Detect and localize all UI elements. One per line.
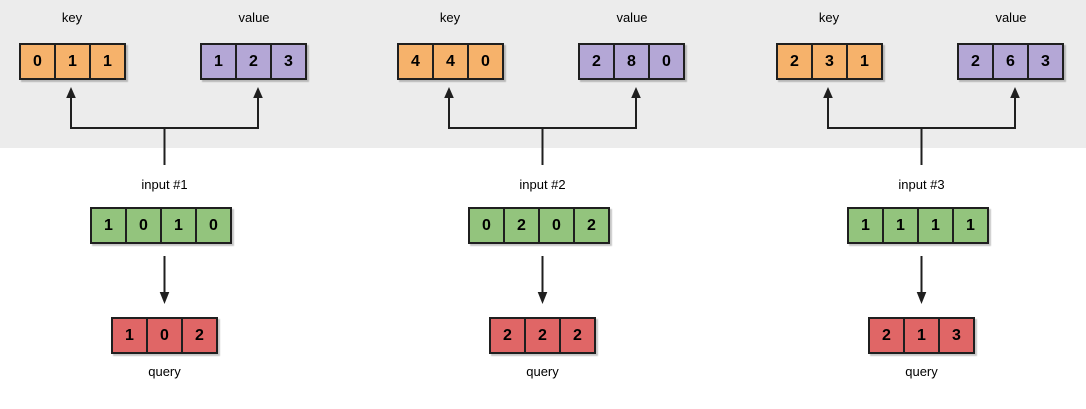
key-cell: 0: [467, 43, 504, 80]
key-cell: 1: [54, 43, 91, 80]
value-cell: 2: [235, 43, 272, 80]
key-array: 0 1 1: [19, 43, 126, 80]
input-cell: 1: [882, 207, 919, 244]
key-label: key: [439, 10, 461, 25]
input-cell: 1: [917, 207, 954, 244]
input-cell: 0: [195, 207, 232, 244]
value-label: value: [995, 10, 1027, 25]
input-label: input #2: [519, 177, 566, 192]
query-cell: 3: [938, 317, 975, 354]
value-array: 2 6 3: [957, 43, 1064, 80]
value-array: 2 8 0: [578, 43, 685, 80]
value-label: value: [238, 10, 270, 25]
input-label: input #3: [898, 177, 945, 192]
query-cell: 1: [903, 317, 940, 354]
highlight-band: [0, 0, 1086, 148]
value-cell: 6: [992, 43, 1029, 80]
fork-arrow-icon: [66, 87, 263, 165]
key-cell: 4: [432, 43, 469, 80]
input-cell: 2: [503, 207, 540, 244]
input-array: 1 0 1 0: [90, 207, 232, 244]
input-cell: 2: [573, 207, 610, 244]
query-label: query: [526, 364, 559, 379]
down-arrow-icon: [916, 256, 927, 304]
value-cell: 3: [1027, 43, 1064, 80]
query-cell: 2: [868, 317, 905, 354]
query-array: 2 1 3: [868, 317, 975, 354]
query-cell: 2: [524, 317, 561, 354]
example-group-3: key value 2 3 1 2 6 3 input #3 1 1 1 1: [757, 0, 1086, 409]
input-array: 1 1 1 1: [847, 207, 989, 244]
key-cell: 2: [776, 43, 813, 80]
key-cell: 3: [811, 43, 848, 80]
key-cell: 4: [397, 43, 434, 80]
value-cell: 8: [613, 43, 650, 80]
query-cell: 2: [181, 317, 218, 354]
key-cell: 1: [89, 43, 126, 80]
value-array: 1 2 3: [200, 43, 307, 80]
key-array: 4 4 0: [397, 43, 504, 80]
example-group-1: key value 0 1 1 1 2 3 input #1 1 0 1 0: [0, 0, 330, 409]
query-cell: 1: [111, 317, 148, 354]
input-cell: 1: [952, 207, 989, 244]
value-cell: 2: [957, 43, 994, 80]
fork-arrow-icon: [444, 87, 641, 165]
input-label: input #1: [141, 177, 188, 192]
value-label: value: [616, 10, 648, 25]
input-cell: 1: [90, 207, 127, 244]
key-cell: 1: [846, 43, 883, 80]
key-cell: 0: [19, 43, 56, 80]
down-arrow-icon: [159, 256, 170, 304]
query-label: query: [148, 364, 181, 379]
query-array: 2 2 2: [489, 317, 596, 354]
query-cell: 2: [559, 317, 596, 354]
query-cell: 2: [489, 317, 526, 354]
input-cell: 1: [160, 207, 197, 244]
query-array: 1 0 2: [111, 317, 218, 354]
key-array: 2 3 1: [776, 43, 883, 80]
value-cell: 2: [578, 43, 615, 80]
input-cell: 0: [538, 207, 575, 244]
value-cell: 1: [200, 43, 237, 80]
value-cell: 3: [270, 43, 307, 80]
key-label: key: [61, 10, 83, 25]
query-label: query: [905, 364, 938, 379]
key-label: key: [818, 10, 840, 25]
example-group-2: key value 4 4 0 2 8 0 input #2 0 2 0 2: [378, 0, 708, 409]
down-arrow-icon: [537, 256, 548, 304]
input-array: 0 2 0 2: [468, 207, 610, 244]
value-cell: 0: [648, 43, 685, 80]
query-cell: 0: [146, 317, 183, 354]
input-cell: 0: [125, 207, 162, 244]
fork-arrow-icon: [823, 87, 1020, 165]
input-cell: 1: [847, 207, 884, 244]
input-cell: 0: [468, 207, 505, 244]
